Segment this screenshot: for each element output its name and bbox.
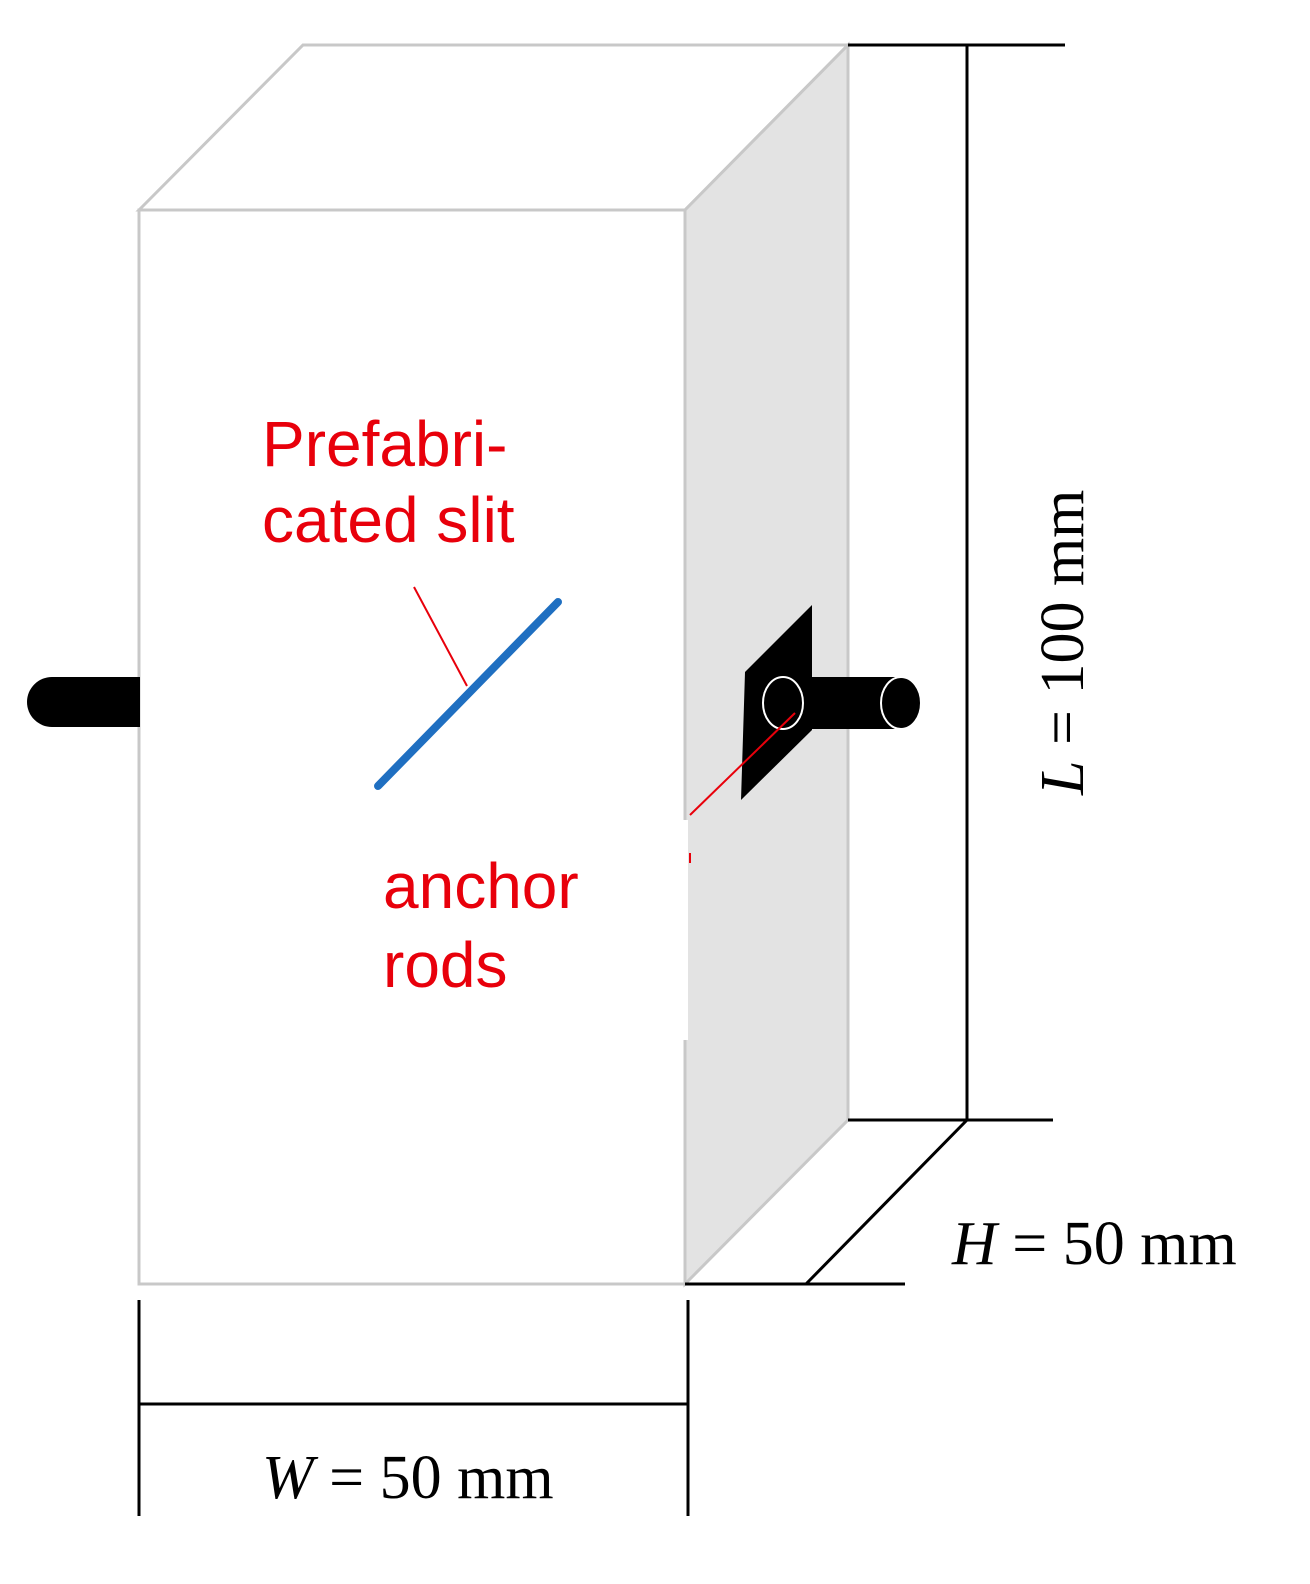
- width-label: W = 50 mm: [262, 1444, 554, 1512]
- slit-label-line1: Prefabri-: [262, 408, 507, 480]
- length-label: L = 100 mm: [1029, 490, 1097, 796]
- rods-label-line2: rods: [383, 929, 508, 1001]
- length-dimension: [848, 43, 1065, 1122]
- height-label: H = 50 mm: [951, 1210, 1237, 1278]
- left-anchor-rod: [27, 677, 140, 727]
- annotation-mask: [683, 820, 688, 1040]
- slit-leader-line: [413, 586, 468, 687]
- rods-label-line1: anchor: [383, 850, 579, 922]
- rods-leader-line: [689, 712, 796, 816]
- slit-label-line2: cated slit: [262, 484, 515, 556]
- prefabricated-slit: [374, 598, 562, 790]
- height-dimension: [685, 1118, 969, 1286]
- width-dimension: [137, 1300, 690, 1516]
